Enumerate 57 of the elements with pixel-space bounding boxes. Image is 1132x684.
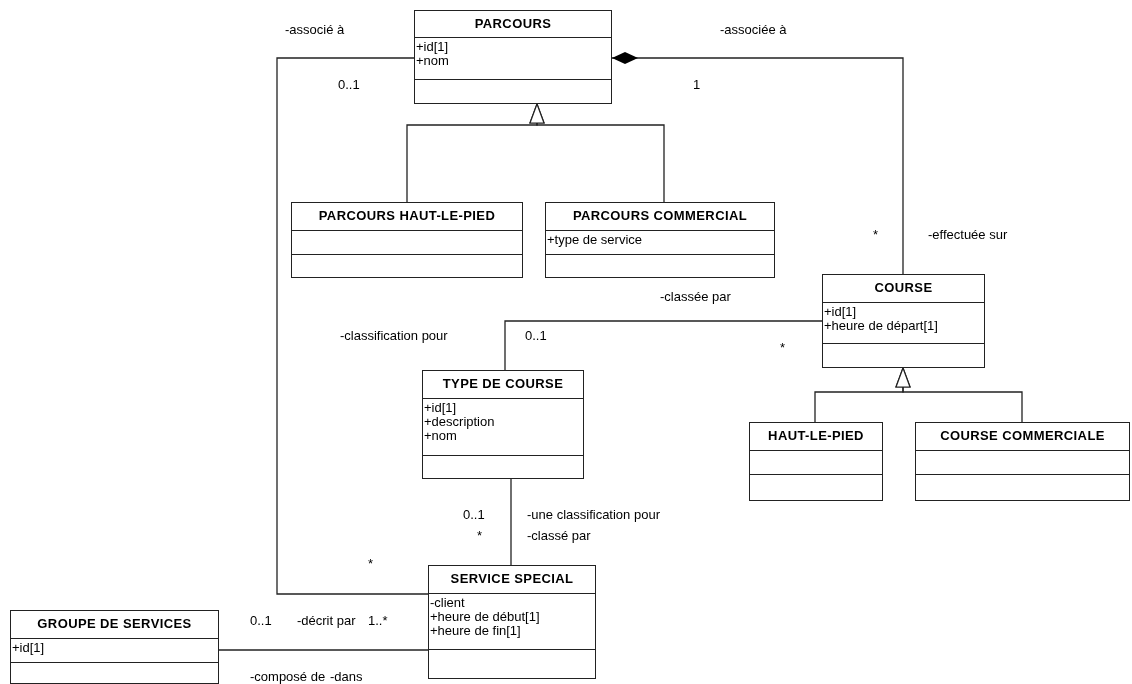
association-line (510, 478, 512, 566)
class-box (822, 274, 985, 368)
multiplicity: 0..1 (463, 507, 485, 522)
attribute: +id[1] (416, 40, 449, 54)
class-name: GROUPE DE SERVICES (37, 616, 192, 631)
class-box (545, 202, 775, 278)
role-name: -effectuée sur (928, 227, 1008, 242)
role-name: -classification pour (340, 328, 448, 343)
attribute: +id[1] (424, 401, 457, 415)
class-box (414, 10, 612, 104)
multiplicity: * (477, 528, 483, 543)
class-name: COURSE COMMERCIALE (940, 428, 1105, 443)
multiplicity: 0..1 (525, 328, 547, 343)
multiplicity: * (873, 227, 879, 242)
class-name: PARCOURS (474, 16, 552, 31)
role-name: -associée à (720, 22, 787, 37)
role-name: -décrit par (297, 613, 356, 628)
multiplicity: * (780, 340, 786, 355)
attribute: +nom (416, 54, 449, 68)
generalization-arrow (895, 367, 1023, 423)
class-box (915, 422, 1130, 501)
class-name: HAUT-LE-PIED (768, 428, 864, 443)
attribute: +heure de départ[1] (824, 319, 938, 333)
class-name: TYPE DE COURSE (442, 376, 564, 391)
role-name: -une classification pour (527, 507, 660, 522)
role-name: -classée par (660, 289, 731, 304)
class-name: PARCOURS COMMERCIAL (572, 208, 748, 223)
multiplicity: 0..1 (250, 613, 272, 628)
role-name: -composé de (250, 669, 326, 684)
multiplicity: * (368, 556, 374, 571)
class-name: SERVICE SPECIAL (450, 571, 574, 586)
association-line (276, 57, 429, 595)
role-name: -dans (330, 669, 363, 684)
association-line (504, 320, 823, 371)
attribute: +id[1] (824, 305, 857, 319)
attribute: +id[1] (12, 641, 45, 655)
composition-line (611, 52, 904, 275)
attribute: +type de service (547, 233, 643, 247)
role-name: -classé par (527, 528, 591, 543)
generalization-arrow (529, 103, 665, 203)
class-box (291, 202, 523, 278)
class-box (422, 370, 584, 479)
class-box (749, 422, 883, 501)
attribute: +nom (424, 429, 457, 443)
attribute: +description (424, 415, 495, 429)
multiplicity: 1 (693, 77, 701, 92)
association-line (218, 649, 429, 651)
class-box (428, 565, 596, 679)
role-name: -associé à (285, 22, 345, 37)
attribute: +heure de début[1] (430, 610, 540, 624)
class-name: PARCOURS HAUT-LE-PIED (318, 208, 496, 223)
class-box (10, 610, 219, 684)
attribute: +heure de fin[1] (430, 624, 521, 638)
class-name: COURSE (874, 280, 933, 295)
attribute: -client (430, 596, 465, 610)
multiplicity: 1..* (368, 613, 388, 628)
multiplicity: 0..1 (338, 77, 360, 92)
